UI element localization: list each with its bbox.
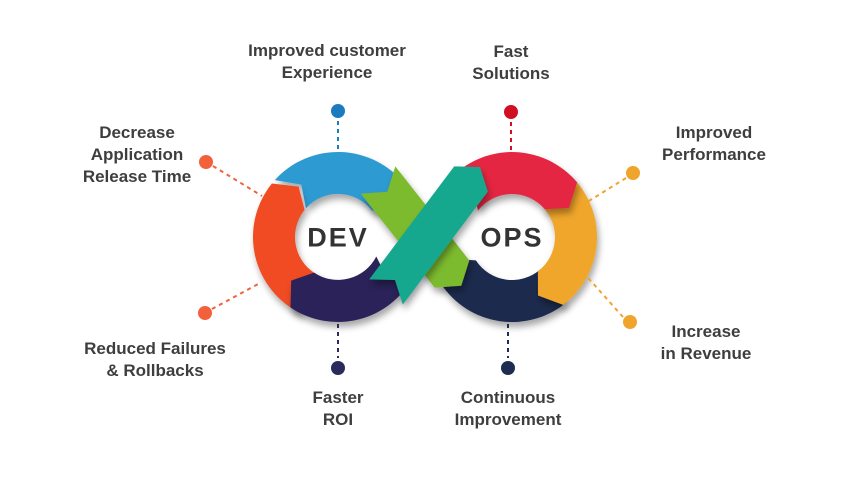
connector-dot-continuous-improvement	[501, 361, 515, 375]
ribbon-teal	[369, 166, 488, 305]
connector-dot-increase-in-revenue	[623, 315, 637, 329]
label-line: Reduced Failures	[84, 339, 226, 358]
connector-line-reduced-failures-rollbacks	[211, 282, 261, 310]
dev-circle-label: DEV	[307, 222, 369, 253]
label-line: Release Time	[82, 167, 192, 186]
label-line: Decrease	[99, 123, 175, 142]
connector-dot-decrease-application-release-time	[199, 155, 213, 169]
benefit-label-reduced-failures-rollbacks: Reduced Failures & Rollbacks	[84, 338, 226, 382]
connector-dot-improved-performance	[626, 166, 640, 180]
label-line: Experience	[281, 63, 373, 82]
connector-line-decrease-application-release-time	[212, 165, 263, 197]
benefit-label-fast-solutions: Fast Solutions	[472, 41, 549, 85]
label-line: Improvement	[454, 410, 562, 429]
label-line: Application	[90, 145, 184, 164]
label-line: Solutions	[472, 64, 550, 83]
benefit-label-continuous-improvement: Continuous Improvement	[455, 387, 562, 431]
label-line: Improved	[675, 123, 753, 142]
label-line: Faster	[312, 388, 364, 407]
benefit-label-improved-customer-experience: Improved customer Experience	[248, 40, 406, 84]
benefit-label-improved-performance: Improved Performance	[662, 122, 766, 166]
label-line: Improved customer	[248, 41, 406, 60]
connector-dot-reduced-failures-rollbacks	[198, 306, 212, 320]
connector-line-improved-performance	[583, 177, 627, 205]
label-line: Continuous	[460, 388, 556, 407]
label-line: Performance	[662, 145, 766, 164]
label-line: & Rollbacks	[106, 361, 204, 380]
label-line: Fast	[493, 42, 529, 61]
label-line: in Revenue	[660, 344, 752, 363]
ops-arc-bottom	[440, 258, 568, 323]
connector-dot-improved-customer-experience	[331, 104, 345, 118]
label-line: Increase	[671, 322, 741, 341]
label-line: ROI	[322, 410, 354, 429]
benefit-label-decrease-application-release-time: Decrease Application Release Time	[83, 122, 191, 188]
benefit-label-increase-in-revenue: Increase in Revenue	[661, 321, 752, 365]
benefit-label-faster-roi: Faster ROI	[312, 387, 363, 431]
ops-circle-label: OPS	[480, 222, 544, 253]
connector-line-increase-in-revenue	[581, 270, 624, 318]
connector-dot-faster-roi	[331, 361, 345, 375]
connector-dot-fast-solutions	[504, 105, 518, 119]
